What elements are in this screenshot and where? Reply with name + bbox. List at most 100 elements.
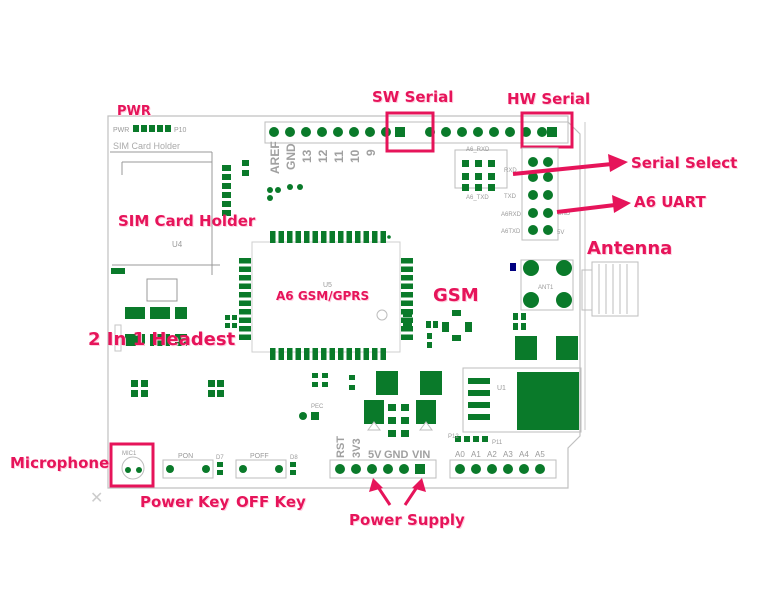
u4-silk: U4: [172, 240, 183, 249]
a6-pad: [239, 326, 251, 332]
a6-pad: [372, 231, 378, 243]
svg-text:3V3: 3V3: [351, 438, 363, 458]
p11-silk: P11: [492, 440, 503, 446]
power-header-pins: [335, 464, 425, 474]
a6-pad: [287, 348, 293, 360]
a6-pad: [329, 231, 335, 243]
svg-text:POFF: POFF: [250, 453, 269, 460]
a6-pad: [312, 231, 318, 243]
a6-pad: [321, 348, 327, 360]
power-components: [299, 371, 442, 437]
analog-header-outline: [449, 459, 557, 479]
svg-text:10: 10: [348, 149, 362, 163]
svg-text:TXD: TXD: [504, 194, 517, 200]
a6-pad: [239, 292, 251, 298]
gsm-led: [426, 310, 472, 348]
digital-header-pins: [269, 127, 557, 137]
a6-pad: [239, 258, 251, 264]
digital-header-outline: [264, 121, 569, 144]
svg-text:A1: A1: [471, 450, 481, 459]
a6-pad: [401, 258, 413, 264]
svg-text:ANT1: ANT1: [538, 285, 554, 291]
a6-pad: [401, 300, 413, 306]
svg-text:A6RXD: A6RXD: [501, 212, 522, 218]
a6-pad: [372, 348, 378, 360]
svg-text:11: 11: [332, 150, 346, 163]
analog-header-pins: [455, 464, 545, 474]
pec-silk: PEC: [311, 404, 324, 410]
svg-text:A0: A0: [455, 450, 465, 459]
microphone-label: Microphone: [10, 454, 110, 472]
sim-silk: SIM Card Holder: [113, 141, 180, 151]
a6-pad: [338, 231, 344, 243]
a6-pad: [329, 348, 335, 360]
power-key-label: Power Key: [140, 493, 230, 511]
svg-text:12: 12: [316, 149, 330, 163]
hw-serial-label: HW Serial: [507, 90, 591, 108]
a6-pad: [355, 348, 361, 360]
off-key-switch: POFF D8: [235, 453, 298, 479]
mic-pad-b: [136, 467, 142, 473]
svg-text:A3: A3: [503, 450, 513, 459]
a6-pad: [239, 283, 251, 289]
off-key-label: OFF Key: [236, 493, 306, 511]
sw-serial-highlight: [385, 111, 435, 153]
svg-text:U1: U1: [497, 385, 506, 392]
pwr-led-pads: [133, 125, 171, 132]
a6-pad: [380, 348, 386, 360]
p11-p12-pads: [455, 436, 488, 442]
svg-text:GND: GND: [557, 211, 571, 217]
svg-text:GND: GND: [384, 449, 409, 461]
a6-pad: [338, 348, 344, 360]
sim-card-holder-label: SIM Card Holder: [118, 212, 256, 230]
gsm-label: GSM: [433, 285, 479, 306]
a6-pad: [239, 317, 251, 323]
a6-pad: [278, 348, 284, 360]
a6-pad: [239, 334, 251, 340]
power-header-outline: [329, 459, 437, 479]
a6-uart-label: A6 UART: [634, 193, 706, 211]
pwr-label: PWR: [117, 104, 151, 119]
regulator-area: U1: [462, 336, 582, 433]
a6-pad: [401, 326, 413, 332]
a6-pad: [278, 231, 284, 243]
svg-text:GND: GND: [284, 143, 298, 170]
a6-pad: [401, 334, 413, 340]
a6-pad: [270, 348, 276, 360]
pwr-silk: PWR: [113, 127, 129, 134]
sim-side-pads: [111, 160, 249, 274]
a6-uart-header: A6RXD A6TXD GND 5V: [501, 147, 571, 241]
p12-silk: P12: [448, 434, 459, 440]
misc-pads: [225, 310, 526, 330]
power-key-switch: PON D7: [162, 453, 224, 479]
serial-select-label: Serial Select: [631, 154, 738, 172]
svg-text:PON: PON: [178, 453, 193, 460]
a6-pad: [239, 300, 251, 306]
mic-pad-a: [125, 467, 131, 473]
a6-module-label: A6 GSM/GPRS: [276, 289, 370, 303]
a6-module: U5: [239, 231, 413, 360]
hw-serial-highlight: [520, 111, 574, 149]
svg-text:A5: A5: [535, 450, 545, 459]
a6-pad: [239, 309, 251, 315]
power-header-labels: RST 3V3 5V GND VIN: [335, 436, 430, 461]
mic1-silk: MIC1: [122, 451, 137, 457]
a6-pad: [304, 348, 310, 360]
a6-pad: [380, 231, 386, 243]
power-triangles: [367, 421, 433, 431]
headset-label: 2 In 1 Headest: [88, 329, 236, 350]
svg-text:A6TXD: A6TXD: [501, 229, 521, 235]
a6-pad: [355, 231, 361, 243]
svg-text:RXD: RXD: [504, 168, 517, 174]
svg-text:A4: A4: [519, 450, 529, 459]
small-pads-p8: [267, 184, 303, 201]
a6-pad: [401, 283, 413, 289]
headset-outline: [114, 324, 122, 352]
power-supply-label: Power Supply: [349, 511, 465, 529]
svg-text:A6_TXD: A6_TXD: [466, 195, 489, 201]
a6-pad: [401, 275, 413, 281]
antenna-label: Antenna: [587, 238, 673, 259]
svg-text:5V: 5V: [368, 449, 382, 461]
